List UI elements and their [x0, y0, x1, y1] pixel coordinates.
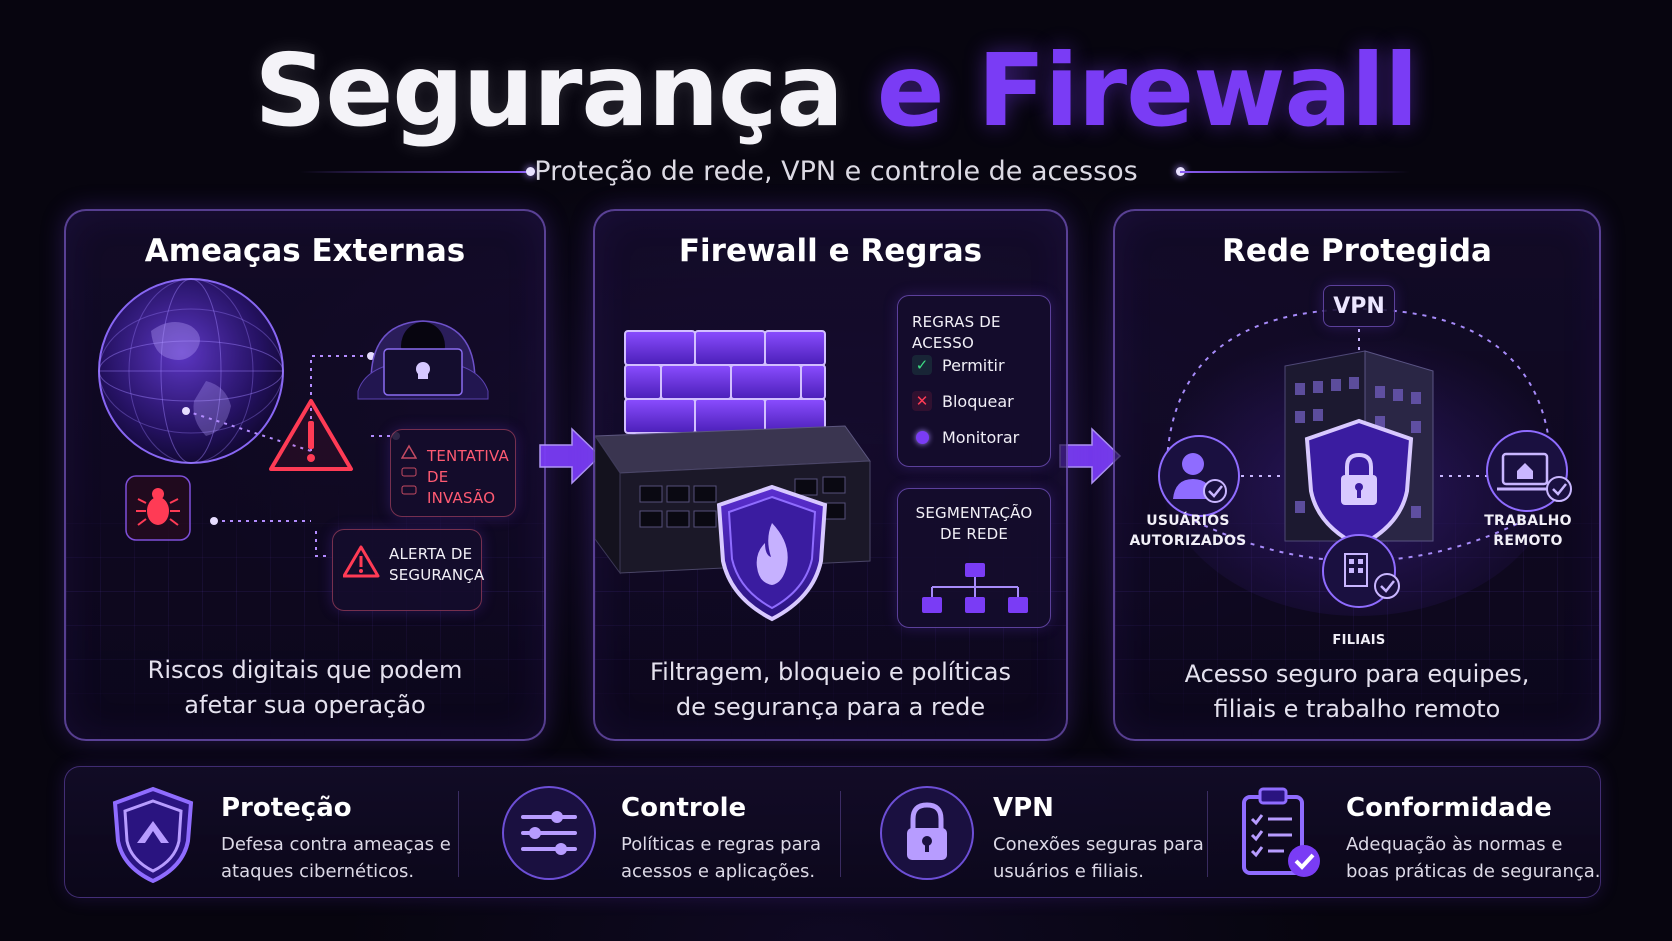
remote-label-line1: TRABALHO [1484, 513, 1572, 529]
rule-allow-label: Permitir [942, 355, 1005, 375]
rule-block: ✕ Bloquear [912, 388, 1014, 414]
feature-protection: Proteção Defesa contra ameaças e ataques… [65, 767, 455, 899]
authorized-users-icon [1158, 435, 1240, 517]
feature-protection-desc: Defesa contra ameaças e ataques cibernét… [221, 831, 451, 885]
intrusion-card-line2: DE INVASÃO [427, 468, 496, 507]
node-dot [182, 407, 190, 415]
sliders-icon [502, 786, 596, 880]
rule-allow: ✓ Permitir [912, 352, 1005, 378]
feature-vpn-title: VPN [993, 793, 1054, 823]
feature-protection-title: Proteção [221, 793, 352, 823]
page-title-accent: e Firewall [876, 32, 1419, 149]
subtitle-rule-dot-left [526, 167, 535, 176]
threats-panel: Ameaças Externas [64, 209, 546, 741]
feature-compliance-desc: Adequação às normas e boas práticas de s… [1346, 831, 1601, 885]
threats-panel-title: Ameaças Externas [144, 233, 466, 269]
monitor-dot-icon [912, 427, 932, 447]
segmentation-line2: DE REDE [939, 525, 1009, 543]
subtitle-rule-left [300, 171, 530, 173]
network-panel: Rede Protegida [1113, 209, 1601, 741]
remote-work-laptop-icon [1486, 430, 1572, 512]
page-subtitle: Proteção de rede, VPN e controle de aces… [534, 156, 1138, 187]
branches-label: FILIAIS [1332, 633, 1386, 648]
check-icon: ✓ [912, 355, 932, 375]
network-desc-line2: filiais e trabalho remoto [1213, 695, 1501, 723]
features-bar: Proteção Defesa contra ameaças e ataques… [64, 766, 1601, 898]
globe-icon [98, 278, 284, 464]
alert-list-icon [401, 444, 417, 495]
firewall-desc-line1: Filtragem, bloqueio e políticas [650, 658, 1011, 686]
brick-wall-icon [624, 330, 826, 434]
security-alert-card: ALERTA DE SEGURANÇA [332, 529, 485, 611]
feature-control-desc-line2: acessos e aplicações. [621, 861, 816, 882]
users-label-line1: USUÁRIOS [1146, 513, 1230, 529]
threats-panel-description: Riscos digitais que podem afetar sua ope… [66, 653, 544, 723]
shield-icon [112, 786, 194, 883]
rule-monitor-label: Monitorar [942, 427, 1020, 447]
page-title-main: Segurança [254, 32, 844, 149]
feature-vpn-desc-line1: Conexões seguras para [993, 834, 1204, 855]
feature-compliance-title: Conformidade [1346, 793, 1552, 823]
feature-divider [1207, 791, 1208, 877]
authorized-users-label: USUÁRIOS AUTORIZADOS [1127, 511, 1249, 551]
feature-control: Controle Políticas e regras para acessos… [459, 767, 839, 899]
security-alert-line1: ALERTA DE [389, 545, 473, 563]
network-tree-icon [922, 563, 1028, 613]
bug-icon [125, 475, 191, 541]
feature-protection-desc-line2: ataques cibernéticos. [221, 861, 415, 882]
feature-vpn-desc: Conexões seguras para usuários e filiais… [993, 831, 1204, 885]
segmentation-line1: SEGMENTAÇÃO [915, 504, 1033, 522]
firewall-panel-description: Filtragem, bloqueio e políticas de segur… [595, 655, 1066, 725]
feature-divider [840, 791, 841, 877]
vpn-badge-label: VPN [1333, 293, 1385, 319]
page-title: Segurança e Firewall [0, 36, 1672, 146]
lock-shield-icon [1304, 418, 1414, 549]
remote-work-label: TRABALHO REMOTO [1467, 511, 1589, 551]
feature-divider [458, 791, 459, 877]
warning-icon [343, 545, 380, 578]
threat-connection-lines [185, 355, 396, 557]
feature-compliance-desc-line2: boas práticas de segurança. [1346, 861, 1601, 882]
protected-network-illustration [1158, 307, 1572, 616]
users-label-line2: AUTORIZADOS [1129, 533, 1247, 549]
feature-control-title: Controle [621, 793, 747, 823]
firewall-panel: Firewall e Regras [593, 209, 1068, 741]
branches-building-icon [1322, 534, 1400, 608]
feature-vpn-desc-line2: usuários e filiais. [993, 861, 1145, 882]
network-panel-title: Rede Protegida [1222, 233, 1492, 269]
feature-control-desc: Políticas e regras para acessos e aplica… [621, 831, 821, 885]
feature-control-desc-line1: Políticas e regras para [621, 834, 822, 855]
feature-vpn: VPN Conexões seguras para usuários e fil… [841, 767, 1211, 899]
firewall-panel-title: Firewall e Regras [678, 233, 983, 269]
warning-triangle-icon [269, 399, 353, 471]
feature-compliance-desc-line1: Adequação às normas e [1346, 834, 1563, 855]
access-rules-card: REGRAS DE ACESSO ✓ Permitir ✕ Bloquear M… [897, 295, 1051, 467]
flow-arrow-icon [539, 427, 602, 485]
intrusion-attempt-card: TENTATIVA DE INVASÃO [390, 429, 516, 517]
dome-arc [1166, 307, 1552, 462]
network-panel-description: Acesso seguro para equipes, filiais e tr… [1115, 657, 1599, 727]
threats-desc-line1: Riscos digitais que podem [147, 656, 463, 684]
node-dot [210, 517, 218, 525]
network-desc-line1: Acesso seguro para equipes, [1184, 660, 1530, 688]
firewall-desc-line2: de segurança para a rede [675, 693, 986, 721]
remote-label-line2: REMOTO [1493, 533, 1563, 549]
intrusion-card-line1: TENTATIVA [427, 447, 509, 465]
security-alert-line2: SEGURANÇA [389, 566, 485, 584]
vpn-badge: VPN [1323, 285, 1395, 327]
feature-protection-desc-line1: Defesa contra ameaças e [221, 834, 451, 855]
rule-block-label: Bloquear [942, 391, 1014, 411]
subtitle-rule-right [1180, 171, 1410, 173]
clipboard-check-icon [1242, 787, 1320, 877]
x-icon: ✕ [912, 391, 932, 411]
lock-icon [880, 786, 974, 880]
network-segmentation-card: SEGMENTAÇÃO DE REDE [897, 488, 1051, 628]
hacker-icon [357, 320, 489, 400]
feature-compliance: Conformidade Adequação às normas e boas … [1208, 767, 1601, 899]
access-rules-title: REGRAS DE ACESSO [912, 313, 1001, 352]
threats-illustration [98, 278, 489, 557]
fire-shield-icon [716, 484, 828, 622]
rule-monitor: Monitorar [912, 424, 1019, 450]
threats-desc-line2: afetar sua operação [184, 691, 426, 719]
